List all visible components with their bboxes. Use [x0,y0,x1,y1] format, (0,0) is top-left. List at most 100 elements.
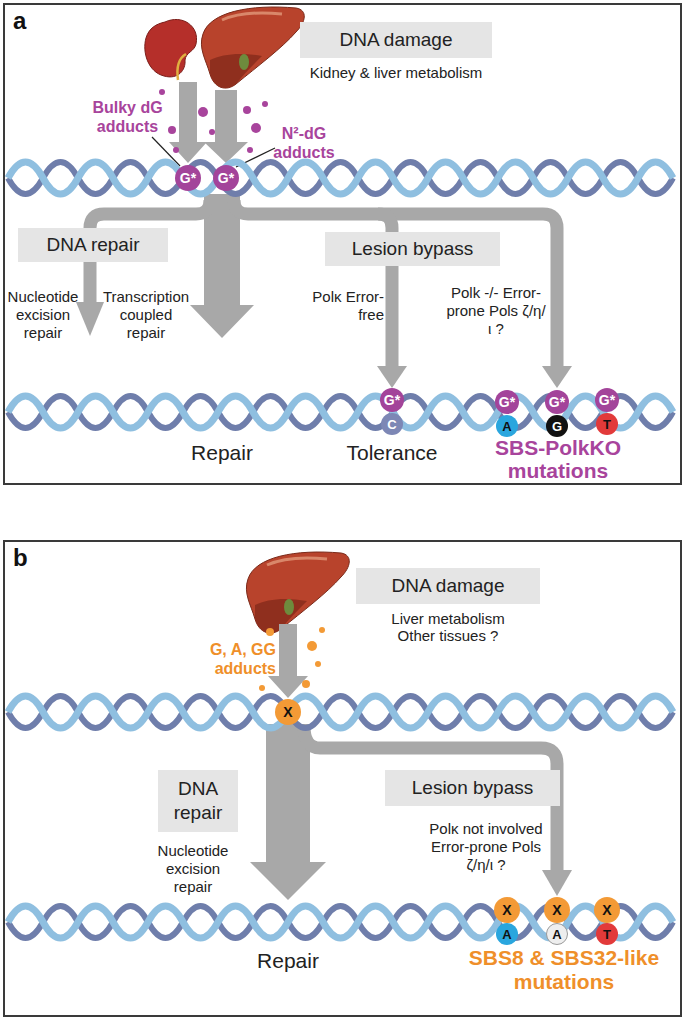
process-box: DNA damageKidney & liver metabolism [300,22,492,81]
dna-helix [8,906,673,938]
nucleotide-circle: A [496,415,518,437]
process-box: Lesion bypass [325,232,500,266]
adduct-dot [159,89,165,95]
adduct-label: Bulky dG adducts [85,98,170,136]
pathway-label: Polκ not involved Error-prone Pols ζ/η/ι… [425,820,547,874]
ureter-line [177,54,186,80]
damage-arrow [204,90,248,163]
figure-panel: bDNA damageLiver metabolism Other tissue… [3,540,682,1017]
liver-icon [201,7,304,88]
damage-arrow [169,82,207,163]
box-heading: DNA damage [300,22,492,58]
adduct-label: G, A, GG adducts [202,640,276,678]
base-letter: X [502,903,511,917]
nucleotide-circle: T [596,413,618,435]
pathway-label: Nucleotide excision repair [4,288,82,342]
pathway-arrow [234,200,557,368]
box-label: DNA repair [47,233,140,257]
adduct-dot [262,101,268,107]
box-label: Lesion bypass [412,776,533,800]
adduct-dot [209,129,215,135]
arrow-head [542,870,572,896]
process-box: Lesion bypass [385,770,560,806]
nucleotide-circle: X [494,897,520,923]
nucleotide-circle: G* [175,165,201,191]
adduct-dot [247,147,253,153]
dna-helix [8,396,673,428]
adduct-dot [259,685,265,691]
pathway-label: Polκ Error-free [306,288,384,324]
base-letter: G* [180,171,196,185]
box-label: DNA repair [164,777,232,825]
box-label: Lesion bypass [352,237,473,261]
adduct-dot [173,147,179,153]
process-box: DNA repair [18,228,168,262]
outcome-label: Repair [172,440,272,465]
base-letter: X [602,903,611,917]
base-letter: G* [499,395,515,409]
nucleotide-circle: X [275,699,301,725]
base-letter: G* [218,171,234,185]
panel-letter: b [13,544,28,572]
figure-panel: aDNA damageKidney & liver metabolismG* G*… [3,3,682,485]
base-letter: X [552,903,561,917]
nucleotide-circle: G* [213,165,239,191]
kidney-icon [145,19,197,80]
dna-strand [8,906,673,938]
process-box: DNA damageLiver metabolism Other tissues… [356,568,540,644]
dna-strand [8,162,673,194]
base-letter: G [552,420,562,433]
adduct-dot [319,627,325,633]
base-letter: G* [384,393,400,407]
outcome-label: Tolerance [342,440,442,465]
box-heading: DNA damage [356,568,540,604]
signature-label: SBS-PolkKO mutations [478,436,638,482]
adduct-dot [307,641,317,651]
adduct-dot [168,126,176,134]
adduct-dot [315,661,321,667]
nucleotide-circle: X [594,897,620,923]
box-subtext: Kidney & liver metabolism [300,64,492,81]
dna-helix [8,696,673,728]
adduct-dot [198,107,208,117]
kidney-shape [145,19,197,76]
adduct-dot [266,628,274,636]
dna-strand [8,162,673,194]
process-box: DNA repair [158,770,238,832]
outcome-label: Repair [238,948,338,973]
nucleotide-circle: A [496,923,518,945]
dna-strand [8,696,673,728]
nucleotide-circle: G* [595,388,619,412]
base-letter: G* [549,395,565,409]
base-letter: A [502,928,511,941]
nucleotide-circle: X [544,897,570,923]
base-letter: X [283,705,292,719]
nucleotide-circle: G* [380,388,404,412]
base-letter: T [603,928,611,941]
dna-strand [8,396,673,428]
dna-strand [8,906,673,938]
base-letter: A [502,420,511,433]
signature-label: SBS8 & SBS32-like mutations [458,946,670,994]
arrow-head [542,366,572,388]
base-letter: G* [599,393,615,407]
base-letter: T [603,418,611,431]
nucleotide-circle: A [546,923,568,945]
arrow-head [76,302,104,336]
dna-helix [8,162,673,194]
base-letter: A [552,928,561,941]
box-subtext: Liver metabolism Other tissues ? [383,610,513,644]
adduct-dot [251,123,261,133]
nucleotide-circle: G [546,415,568,437]
nucleotide-circle: G* [545,390,569,414]
arrow-head [377,366,407,388]
base-letter: C [387,418,396,431]
pathway-label: Polk -/- Error-prone Pols ζ/η/ι ? [445,284,547,338]
adduct-dot [302,680,310,688]
nucleotide-circle: G* [495,390,519,414]
panel-letter: a [13,7,26,35]
nucleotide-circle: T [596,923,618,945]
pathway-label: Transcription coupled repair [100,288,192,342]
